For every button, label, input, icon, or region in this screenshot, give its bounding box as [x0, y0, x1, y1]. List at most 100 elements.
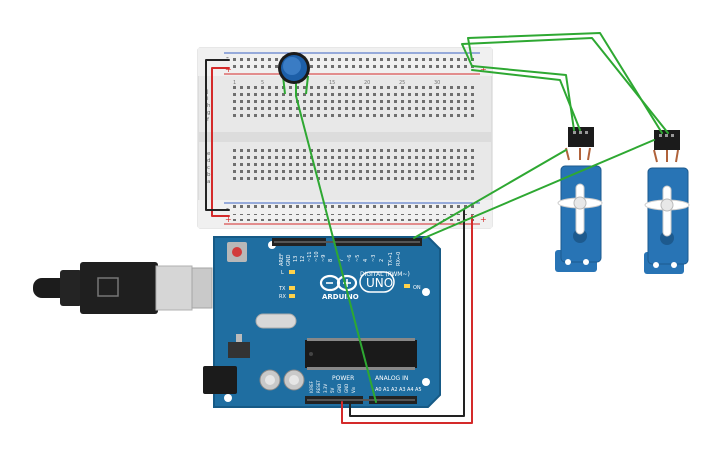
capacitor-1-top [265, 375, 275, 385]
col-number-15: 15 [329, 80, 335, 86]
analog-in-label: ANALOG IN [375, 375, 408, 382]
top-rail-plus-label: + [225, 65, 232, 74]
pin-label-ioref: IOREF [309, 380, 314, 393]
chip-pins-top [307, 338, 415, 341]
mount-hole-2 [422, 288, 430, 296]
pin-label-3v3: 3.3V [323, 384, 328, 393]
center-channel [198, 132, 492, 142]
pin-label-7: 7 [339, 259, 345, 262]
wire-green-servo1-gnd [471, 69, 581, 131]
header-pins-bottom [307, 399, 415, 401]
wire-red-left-rails [211, 67, 230, 217]
reset-button[interactable] [232, 247, 242, 257]
led-label-rx: RX [279, 294, 286, 300]
pin-label-gnd: GND [286, 254, 292, 266]
wire-green-pot-a0 [295, 95, 377, 403]
voltage-regulator [228, 342, 250, 358]
usb-symbol-icon [97, 277, 119, 297]
servo-motor-1 [555, 127, 603, 272]
pin-label-4: 4 [363, 259, 369, 262]
led-l [289, 270, 295, 274]
row-letter-g: g [207, 110, 211, 116]
capacitor-2-top [289, 375, 299, 385]
pin-label-8: 8 [328, 259, 334, 262]
top-rail-minus-label: - [226, 53, 229, 62]
wire-green-servo1-signal [413, 149, 567, 239]
servo-2-shaft [660, 198, 674, 212]
top-terminal-holes [232, 86, 474, 121]
wires [205, 32, 669, 424]
pin-label-6: ~6 [347, 255, 353, 262]
pin-label-3: ~3 [371, 255, 377, 262]
row-letter-f: f [207, 117, 210, 123]
row-letter-h: h [207, 103, 211, 109]
servo-2-wires [653, 149, 679, 163]
wire-green-servo2-signal [423, 139, 655, 239]
pin-label-rx0: RX←0 [396, 252, 402, 266]
wire-green-servo2-gnd [461, 37, 669, 134]
row-letter-d: d [207, 158, 211, 164]
usb-cable [33, 262, 213, 314]
col-number-20: 20 [364, 80, 370, 86]
pin-label-a2: A2 [391, 387, 398, 393]
wire-black-gnd [349, 209, 465, 417]
col-number-5: 5 [261, 80, 264, 86]
led-label-l: L [281, 270, 284, 276]
top-rail-holes-2 [232, 64, 474, 71]
crystal-oscillator [255, 313, 297, 329]
col-number-1: 1 [233, 80, 236, 86]
wire-green-servo1-vcc [471, 65, 575, 131]
usb-plug-body [80, 262, 158, 314]
arduino-uno-board: AREF GND 13 12 ~11 ~10 ~9 8 7 ~6 ~5 4 ~3… [203, 236, 441, 408]
pin-label-2: 2 [379, 259, 385, 262]
arduino-logo-text: ARDUINO [322, 293, 359, 301]
top-rail-plus-label-right: + [480, 65, 487, 74]
potentiometer[interactable] [278, 52, 310, 96]
uno-model-text: UNO [366, 276, 393, 290]
pin-label-9: ~9 [321, 255, 327, 262]
regulator-tab [236, 334, 242, 342]
mount-hole-4 [224, 394, 232, 402]
col-number-30: 30 [434, 80, 440, 86]
bottom-terminal-holes [232, 148, 474, 183]
digital-pwm-label: DIGITAL (PWM~) [360, 271, 410, 278]
led-tx [289, 286, 295, 290]
row-letter-a: a [207, 179, 210, 185]
header-pins-top [274, 241, 420, 243]
bottom-rail-minus-label: - [226, 204, 229, 213]
chip-notch [309, 352, 313, 356]
pin-label-gnd-1: GND [337, 384, 342, 393]
pin-label-a4: A4 [407, 387, 414, 393]
power-label: POWER [332, 375, 354, 382]
on-label: ON [413, 285, 421, 291]
pin-label-11: ~11 [307, 251, 313, 262]
pin-label-a0: A0 [375, 387, 382, 393]
row-letter-i: i [207, 96, 209, 102]
row-letter-j: j [206, 89, 209, 95]
row-letter-c: c [207, 165, 210, 171]
pin-label-gnd-2: GND [344, 384, 349, 393]
pin-label-a3: A3 [399, 387, 406, 393]
usb-cable-collar [60, 270, 82, 306]
servo-motor-2 [644, 130, 690, 274]
bottom-rail-holes-1 [232, 205, 474, 212]
pin-label-vin: Vin [351, 386, 356, 393]
servo-1-shaft [573, 196, 587, 210]
led-rx [289, 294, 295, 298]
mount-hole-3 [422, 378, 430, 386]
top-rail-holes-1 [232, 55, 474, 62]
breadboard: - + + - + + j i h g f e d c b a 1 5 10 1… [197, 47, 493, 229]
bottom-rail-plus-label: + [225, 215, 232, 224]
row-letter-e: e [207, 151, 211, 157]
wire-green-servo2-vcc [467, 32, 663, 134]
wire-red-5v [341, 215, 473, 424]
usb-plug-metal [155, 265, 193, 311]
on-led [404, 284, 410, 288]
pot-knob-highlight [283, 57, 301, 75]
pin-label-5v: 5V [330, 387, 335, 393]
bottom-rail-holes-2 [232, 214, 474, 221]
row-letter-b: b [207, 172, 211, 178]
dc-power-jack [203, 366, 237, 394]
